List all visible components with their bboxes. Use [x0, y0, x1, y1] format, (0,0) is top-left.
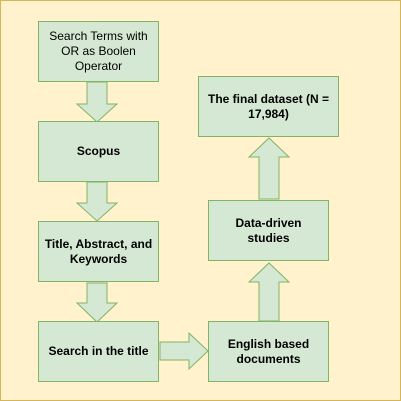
node-english-documents: English based documents [208, 321, 329, 382]
arrow-search-title-to-english [159, 331, 209, 371]
arrow-scopus-to-title-abstract [75, 181, 119, 222]
node-scopus: Scopus [38, 121, 159, 182]
node-search-in-title: Search in the title [38, 321, 159, 382]
node-title-abstract-keywords-label: Title, Abstract, and Keywords [44, 236, 153, 266]
arrow-data-driven-to-final [247, 137, 291, 200]
node-data-driven-studies-label: Data-driven studies [235, 215, 302, 245]
arrow-search-terms-to-scopus [75, 81, 119, 123]
node-search-in-title-label: Search in the title [48, 344, 149, 358]
node-scopus-label: Scopus [76, 144, 121, 158]
arrow-title-abstract-to-search-title [75, 282, 119, 323]
arrow-english-to-data-driven [247, 262, 291, 322]
node-title-abstract-keywords: Title, Abstract, and Keywords [38, 221, 159, 282]
node-final-dataset-label: The final dataset (N = 17,984) [207, 91, 330, 121]
node-search-terms-label: Search Terms with OR as Boolen Operator [49, 29, 148, 73]
node-final-dataset: The final dataset (N = 17,984) [198, 76, 339, 137]
node-data-driven-studies: Data-driven studies [208, 200, 329, 261]
node-english-documents-label: English based documents [227, 336, 310, 366]
node-search-terms: Search Terms with OR as Boolen Operator [38, 21, 159, 82]
